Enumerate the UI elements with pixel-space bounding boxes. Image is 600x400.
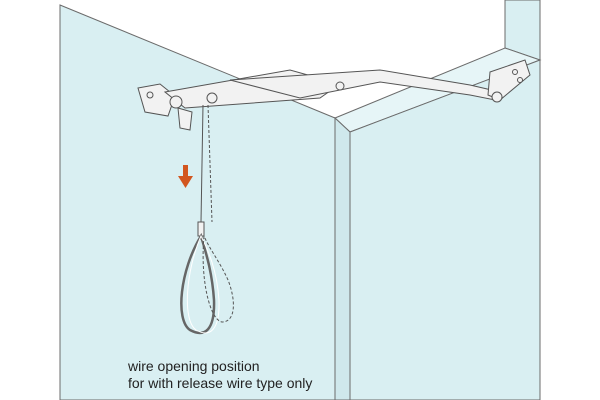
left-frame-wall (59, 4, 336, 400)
caption-line-1: wire opening position (128, 358, 260, 374)
sash-face (349, 59, 541, 400)
friction-stay (137, 59, 531, 131)
release-wire (180, 104, 234, 335)
caption: wire opening position for with release w… (128, 358, 312, 392)
sash-edge (334, 116, 351, 400)
caption-line-2: for with release wire type only (128, 375, 313, 391)
down-arrow-icon (178, 165, 193, 188)
